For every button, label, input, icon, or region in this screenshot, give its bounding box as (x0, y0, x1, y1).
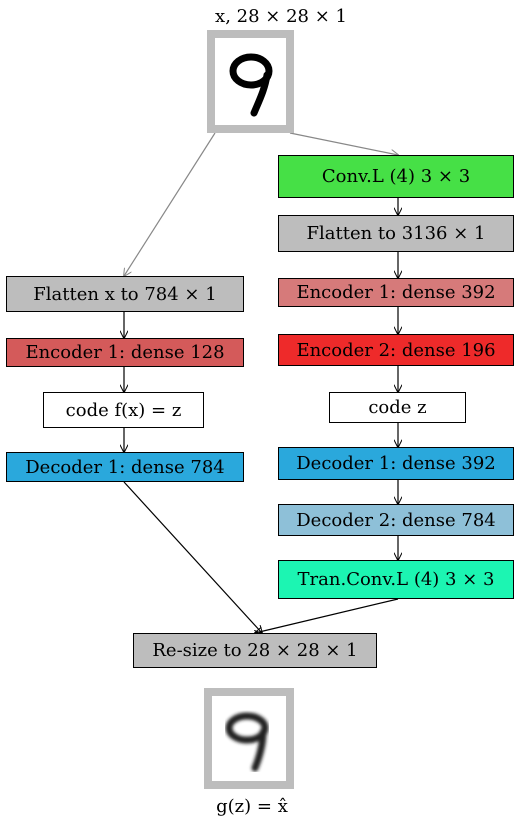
right-encoder-1: Encoder 1: dense 392 (278, 278, 514, 307)
output-label: g(z) = x̂ (216, 796, 288, 817)
left-flatten: Flatten x to 784 × 1 (6, 276, 244, 312)
right-code: code z (329, 392, 466, 423)
right-flatten: Flatten to 3136 × 1 (278, 215, 514, 252)
resize-box: Re-size to 28 × 28 × 1 (133, 633, 377, 668)
left-encoder-1: Encoder 1: dense 128 (6, 338, 244, 367)
right-transpose-conv: Tran.Conv.L (4) 3 × 3 (278, 560, 514, 599)
right-decoder-2: Decoder 2: dense 784 (278, 504, 514, 536)
right-encoder-2: Encoder 2: dense 196 (278, 334, 514, 366)
left-decoder-1: Decoder 1: dense 784 (6, 452, 244, 482)
input-digit-image (207, 30, 294, 133)
input-label: x, 28 × 28 × 1 (215, 6, 347, 27)
right-conv-layer: Conv.L (4) 3 × 3 (278, 155, 514, 198)
output-digit-image (204, 688, 294, 789)
edge-input-right (289, 132, 398, 155)
edge-left-merge (123, 481, 262, 633)
digit-nine-icon (229, 53, 272, 116)
left-code: code f(x) = z (43, 392, 204, 428)
right-decoder-1: Decoder 1: dense 392 (278, 447, 514, 480)
edge-input-left (124, 132, 216, 276)
blurred-digit-nine-icon (225, 712, 269, 771)
edge-right-merge (255, 598, 399, 633)
